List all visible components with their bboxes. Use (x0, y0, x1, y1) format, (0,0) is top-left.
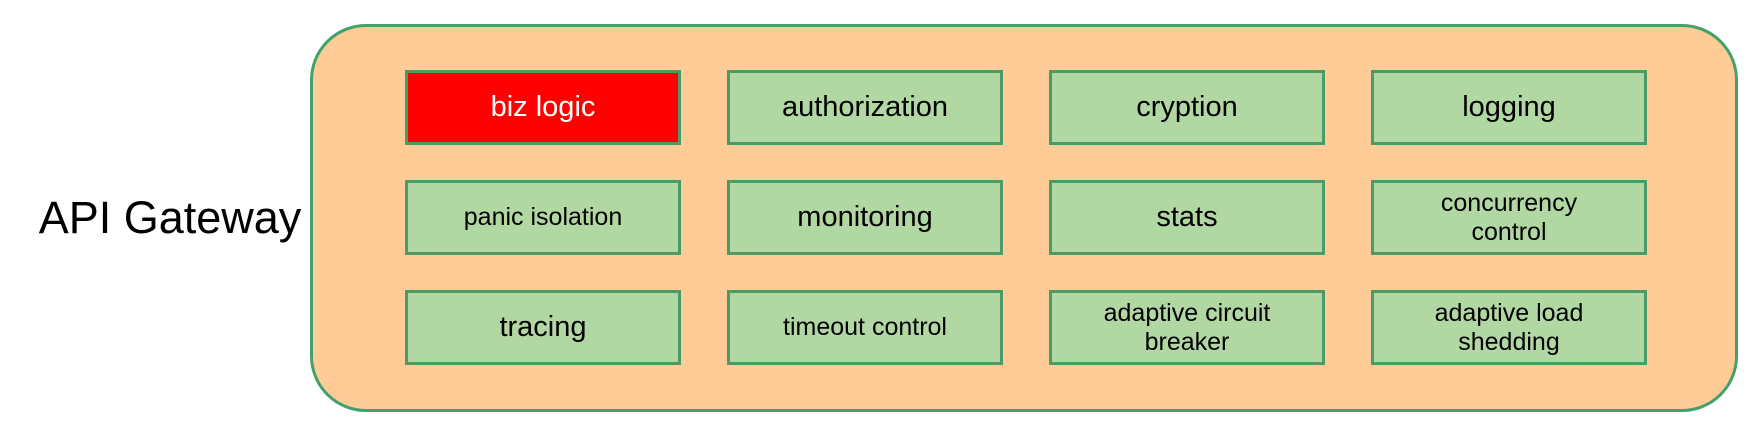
api-gateway-container: biz logic authorization cryption logging pan… (310, 24, 1738, 412)
cell-tracing: tracing (405, 290, 681, 365)
cell-cryption: cryption (1049, 70, 1325, 145)
cell-authorization: authorization (727, 70, 1003, 145)
cell-adaptive-circuit-breaker: adaptive circuit breaker (1049, 290, 1325, 365)
cell-adaptive-load-shedding: adaptive load shedding (1371, 290, 1647, 365)
cell-label: biz logic (490, 90, 596, 123)
cell-label: adaptive load shedding (1434, 298, 1584, 356)
cell-label: cryption (1136, 90, 1238, 123)
cell-label: monitoring (797, 200, 933, 233)
cell-label: stats (1156, 200, 1218, 233)
cell-monitoring: monitoring (727, 180, 1003, 255)
cell-timeout-control: timeout control (727, 290, 1003, 365)
cell-label: panic isolation (463, 203, 623, 232)
cell-label: adaptive circuit breaker (1103, 298, 1271, 356)
cell-stats: stats (1049, 180, 1325, 255)
cell-label: logging (1462, 90, 1556, 123)
cell-logging: logging (1371, 70, 1647, 145)
cell-label: timeout control (783, 313, 947, 342)
cell-label: tracing (499, 310, 587, 343)
cell-label: authorization (781, 90, 949, 123)
api-gateway-title: API Gateway (38, 191, 302, 243)
cell-label: concurrency control (1440, 188, 1578, 246)
cell-panic-isolation: panic isolation (405, 180, 681, 255)
cell-concurrency-control: concurrency control (1371, 180, 1647, 255)
cell-biz-logic: biz logic (405, 70, 681, 145)
